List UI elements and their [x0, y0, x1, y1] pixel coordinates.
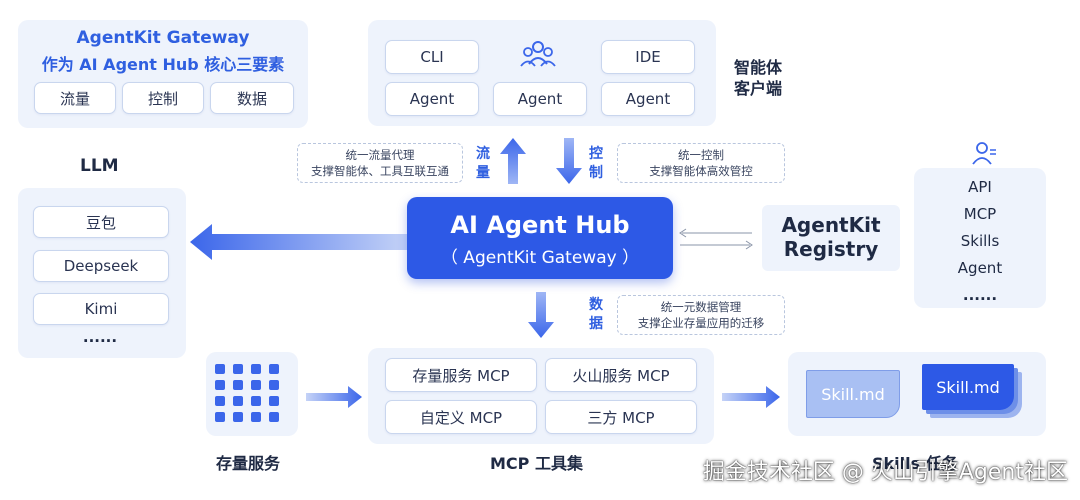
registry-title-line1: AgentKit: [781, 213, 881, 237]
client-agent-2: Agent: [493, 82, 587, 116]
users-icon: [518, 38, 558, 72]
mcp-tools-label: MCP 工具集: [490, 454, 583, 473]
registry-item-api: API: [968, 178, 992, 196]
ai-agent-hub: AI Agent Hub （ AgentKit Gateway ）: [407, 197, 673, 279]
registry-items-panel: API MCP Skills Agent ......: [914, 168, 1046, 308]
llm-title: LLM: [80, 156, 119, 176]
traffic-flow-label: 流 量: [476, 146, 490, 181]
element-control: 控制: [122, 82, 204, 114]
traffic-up-arrow: [500, 138, 526, 184]
watermark: 掘金技术社区 @ 火山引擎Agent社区: [702, 460, 1068, 485]
client-agent-1: Agent: [385, 82, 479, 116]
hub-title: AI Agent Hub: [450, 211, 630, 239]
legacy-services-panel: [206, 352, 298, 436]
skill-file-light: Skill.md: [806, 370, 900, 418]
llm-item-doubao: 豆包: [33, 206, 169, 238]
registry-panel: AgentKit Registry: [762, 205, 900, 271]
agent-clients-panel: CLI IDE Agent Agent Agent: [368, 20, 716, 126]
hub-registry-arrows: [679, 228, 753, 250]
skill-file-dark: Skill.md: [922, 364, 1014, 410]
control-flow-label: 控 制: [589, 146, 603, 181]
client-cli: CLI: [385, 40, 479, 74]
gateway-elements-panel: AgentKit Gateway 作为 AI Agent Hub 核心三要素 流…: [18, 20, 308, 128]
gateway-title: AgentKit Gateway: [76, 28, 250, 48]
control-note-line1: 统一控制: [678, 148, 724, 162]
data-down-arrow: [528, 292, 554, 338]
data-note-line2: 支撑企业存量应用的迁移: [637, 316, 765, 330]
data-note: 统一元数据管理 支撑企业存量应用的迁移: [617, 295, 785, 335]
registry-item-more: ......: [962, 286, 998, 304]
mcp-item-third-party: 三方 MCP: [545, 400, 697, 434]
mcp-item-custom: 自定义 MCP: [385, 400, 537, 434]
clients-label-line2: 客户端: [734, 79, 783, 98]
mcp-item-volcano: 火山服务 MCP: [545, 358, 697, 392]
element-traffic: 流量: [34, 82, 116, 114]
traffic-note-line1: 统一流量代理: [345, 148, 415, 162]
control-down-arrow: [556, 138, 582, 184]
data-flow-label: 数 据: [589, 297, 603, 332]
legacy-to-mcp-arrow: [306, 386, 362, 408]
registry-item-skills: Skills: [960, 232, 1000, 250]
client-ide: IDE: [601, 40, 695, 74]
control-note-line2: 支撑智能体高效管控: [649, 164, 753, 178]
traffic-note-line2: 支撑智能体、工具互联互通: [311, 164, 449, 178]
legacy-services-label: 存量服务: [216, 454, 281, 473]
gateway-subtitle: 作为 AI Agent Hub 核心三要素: [41, 55, 285, 74]
traffic-note: 统一流量代理 支撑智能体、工具互联互通: [297, 143, 463, 183]
control-note: 统一控制 支撑智能体高效管控: [617, 143, 785, 183]
skills-panel: Skill.md Skill.md: [788, 352, 1046, 436]
user-settings-icon: [971, 140, 997, 170]
mcp-item-legacy: 存量服务 MCP: [385, 358, 537, 392]
hub-to-llm-arrow: [190, 224, 408, 260]
registry-item-agent: Agent: [957, 259, 1003, 277]
mcp-tools-panel: 存量服务 MCP 火山服务 MCP 自定义 MCP 三方 MCP: [368, 348, 714, 444]
registry-item-mcp: MCP: [963, 205, 997, 223]
client-agent-3: Agent: [601, 82, 695, 116]
hub-subtitle: （ AgentKit Gateway ）: [440, 248, 640, 268]
llm-item-kimi: Kimi: [33, 293, 169, 325]
element-data: 数据: [210, 82, 294, 114]
data-note-line1: 统一元数据管理: [660, 300, 742, 314]
clients-label-line1: 智能体: [734, 58, 783, 77]
mcp-to-skills-arrow: [722, 386, 780, 408]
skills-label: Skills 任务: [872, 454, 958, 473]
registry-title-line2: Registry: [783, 237, 879, 261]
llm-item-deepseek: Deepseek: [33, 250, 169, 282]
llm-more: ......: [82, 328, 118, 346]
llm-panel: 豆包 Deepseek Kimi ......: [18, 188, 186, 358]
